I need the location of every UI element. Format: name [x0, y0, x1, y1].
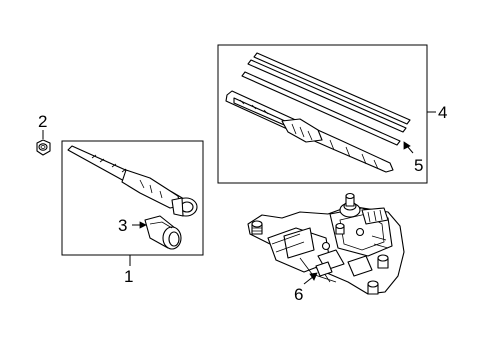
callout-3-arrowhead: [139, 221, 147, 229]
callout-5-arrowhead: [403, 141, 411, 150]
wiper-arm: [67, 145, 198, 217]
callout-3: 3: [118, 216, 127, 235]
callout-2: 2: [38, 112, 47, 131]
blade-refill: [241, 52, 411, 146]
callout-5: 5: [414, 156, 423, 175]
callout-6-arrowhead: [309, 272, 318, 281]
arm-assembly-box: [61, 140, 204, 256]
wiper-blade: [225, 90, 394, 173]
callout-4: 4: [438, 103, 447, 122]
blade-assembly-box: [217, 44, 428, 184]
nut: [36, 139, 51, 156]
wiper-motor: [247, 192, 405, 295]
callout-6: 6: [294, 285, 303, 304]
pivot-cap: [144, 215, 182, 250]
callout-1: 1: [124, 267, 133, 286]
